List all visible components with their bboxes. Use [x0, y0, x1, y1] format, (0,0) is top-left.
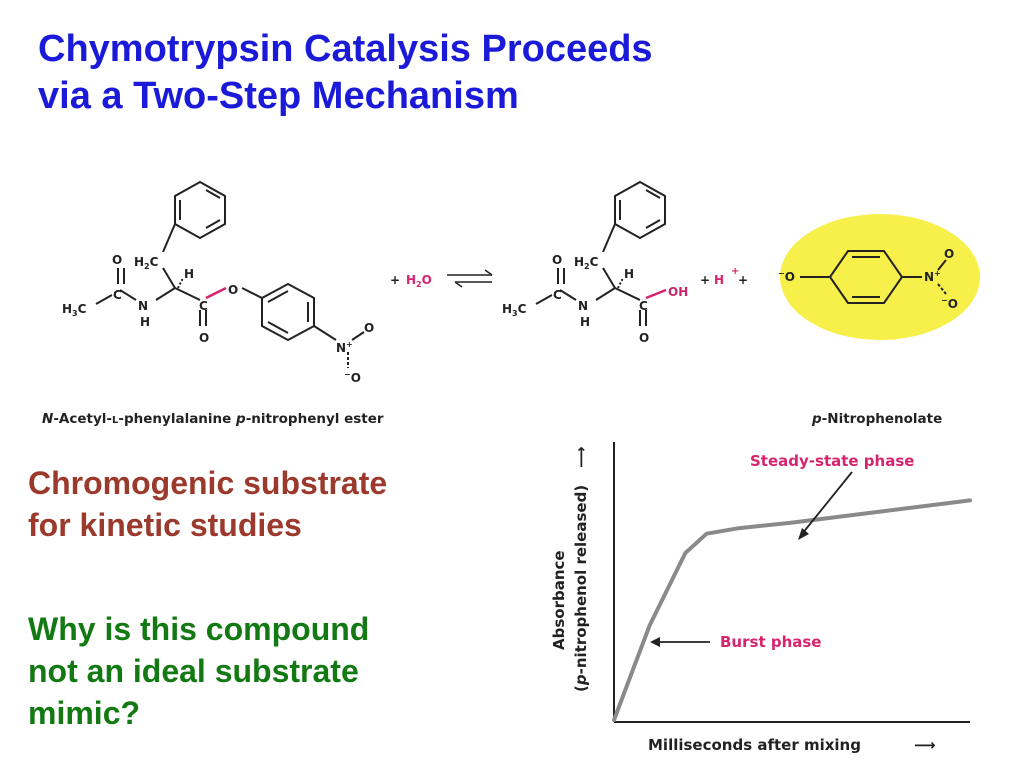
burst-kinetics-chart: Absorbance (p-nitrophenol released) ⟶ Mi… — [550, 442, 972, 754]
label-N-nitro: N+ — [336, 340, 353, 355]
proton-charge: + — [731, 266, 739, 277]
product-highlight-ellipse — [780, 214, 980, 340]
product-phenyl-ring — [614, 180, 666, 240]
label-O-nitro-2: −O — [344, 370, 361, 385]
label-C-ester: C — [199, 299, 208, 313]
x-axis-label: Milliseconds after mixing — [648, 736, 861, 754]
annotation-steady-state: Steady-state phase — [750, 452, 914, 470]
series-line-absorbance — [612, 498, 972, 722]
chromogenic-line-1: Chromogenic substrate — [28, 465, 388, 501]
question-line-2: not an ideal substrate — [28, 653, 359, 689]
label-alpha-H: H — [184, 267, 194, 281]
y-axis-label: Absorbance (p-nitrophenol released) ⟶ — [550, 446, 590, 692]
svg-text:−O: −O — [778, 269, 795, 284]
phenyl-ring — [174, 180, 226, 240]
chromogenic-line-2: for kinetic studies — [28, 507, 302, 543]
svg-text:C: C — [639, 299, 648, 313]
water-label: H2O — [406, 273, 432, 289]
steady-state-arrowhead — [798, 528, 809, 540]
plus-proton: + — [700, 273, 710, 287]
label-C-acetyl: C — [113, 288, 122, 302]
svg-text:−O: −O — [941, 296, 958, 311]
slide-title: Chymotrypsin Catalysis Proceeds via a Tw… — [38, 26, 938, 120]
label-O-ether: O — [228, 283, 238, 297]
question-line-1: Why is this compound — [28, 611, 370, 647]
substrate-labels: O C H3C N H H2C H C O O N+ O −O — [62, 253, 374, 385]
steady-state-pointer — [801, 471, 853, 535]
label-O-nitro-1: O — [364, 321, 374, 335]
label-NH-H: H — [140, 315, 150, 329]
label-H2C: H2C — [134, 255, 159, 271]
x-axis-arrow: ⟶ — [914, 736, 936, 754]
product-acid-structure — [535, 180, 667, 326]
label-H3C: H3C — [62, 302, 87, 318]
svg-text:H: H — [624, 267, 634, 281]
svg-text:O: O — [552, 253, 562, 267]
burst-arrowhead — [650, 637, 660, 647]
question-line-3: mimic? — [28, 695, 141, 731]
label-N: N — [138, 299, 148, 313]
y-axis-arrow: ⟶ — [572, 446, 590, 468]
y-axis-label-line-2: (p-nitrophenol released) — [572, 485, 590, 692]
nitrophenyl-ring — [261, 282, 315, 342]
substrate-name: N-Acetyl-L-phenylalanine p-nitrophenyl e… — [42, 411, 384, 427]
reaction-scheme: O C H3C N H H2C H C O O N+ O −O + H2O — [42, 180, 980, 427]
plus-water: + — [390, 273, 400, 287]
nitrophenolate-structure — [800, 250, 947, 304]
label-O-ester: O — [199, 331, 209, 345]
svg-text:H: H — [580, 315, 590, 329]
svg-text:H2C: H2C — [574, 255, 599, 271]
title-line-1: Chymotrypsin Catalysis Proceeds — [38, 28, 653, 70]
title-line-2: via a Two-Step Mechanism — [38, 75, 519, 117]
annotation-burst: Burst phase — [720, 633, 821, 651]
equilibrium-arrow — [447, 269, 493, 288]
product-name: p-Nitrophenolate — [811, 411, 942, 427]
question-note: Why is this compound not an ideal substr… — [28, 608, 498, 734]
svg-text:C: C — [553, 288, 562, 302]
svg-text:H3C: H3C — [502, 302, 527, 318]
svg-text:OH: OH — [668, 285, 688, 299]
product-acid-labels: O C H3C N H H2C H C O OH — [502, 253, 688, 345]
svg-text:N: N — [578, 299, 588, 313]
plus-product: + — [738, 273, 748, 287]
svg-text:O: O — [639, 331, 649, 345]
substrate-structure — [95, 180, 365, 368]
svg-text:O: O — [944, 247, 954, 261]
y-axis-label-line-1: Absorbance — [550, 550, 568, 650]
chromogenic-note: Chromogenic substrate for kinetic studie… — [28, 462, 498, 546]
proton-label: H — [714, 273, 724, 287]
label-O-acetyl: O — [112, 253, 122, 267]
